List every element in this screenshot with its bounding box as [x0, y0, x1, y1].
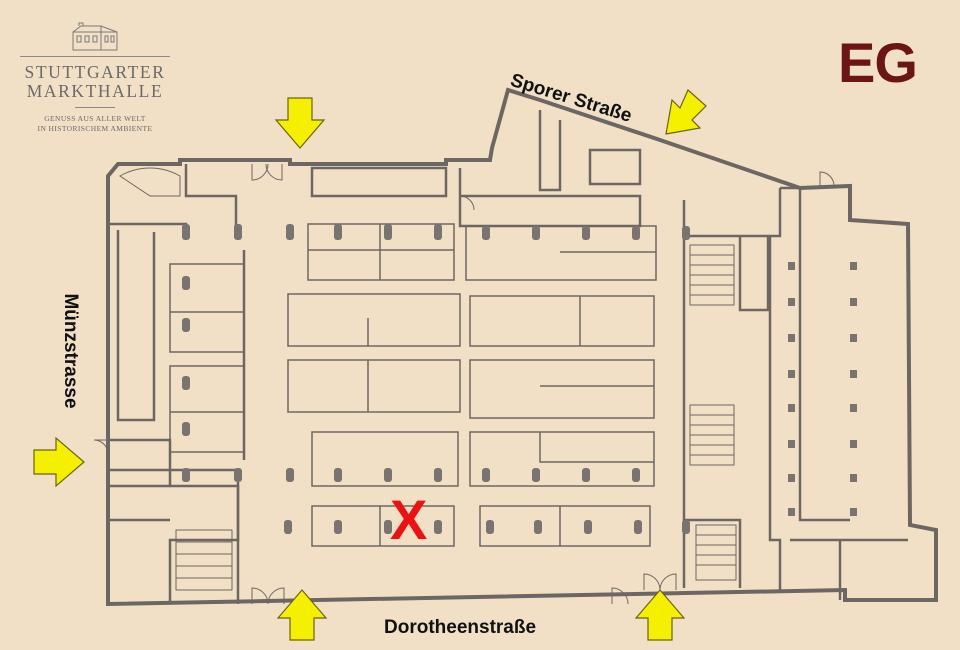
doors: [93, 163, 835, 605]
logo-title-line1: STUTTGARTER: [24, 62, 166, 82]
logo-tagline-line1: GENUSS AUS ALLER WELT: [44, 114, 146, 123]
entrance-west: [33, 436, 85, 488]
entrance-arrows: [33, 89, 707, 641]
entrance-south-west: [276, 589, 328, 641]
stairs: [119, 167, 737, 591]
street-label-west: Münzstrasse: [60, 293, 81, 409]
logo-tagline-line2: IN HISTORISCHEM AMBIENTE: [37, 124, 153, 133]
columns: [182, 224, 857, 534]
building-logo-icon: [72, 22, 118, 51]
entrance-north-east: [665, 89, 707, 135]
entrance-south-east: [634, 589, 686, 641]
logo-title-line2: MARKTHALLE: [26, 81, 164, 101]
markthalle-logo: STUTTGARTER MARKTHALLE GENUSS AUS ALLER …: [20, 22, 170, 134]
you-are-here-marker: X: [390, 488, 428, 551]
entrance-north-west: [274, 97, 326, 149]
market-stalls: [169, 223, 657, 547]
outer-walls: [106, 87, 938, 607]
street-label-south: Dorotheenstraße: [384, 617, 537, 638]
floor-label: EG: [838, 31, 918, 94]
